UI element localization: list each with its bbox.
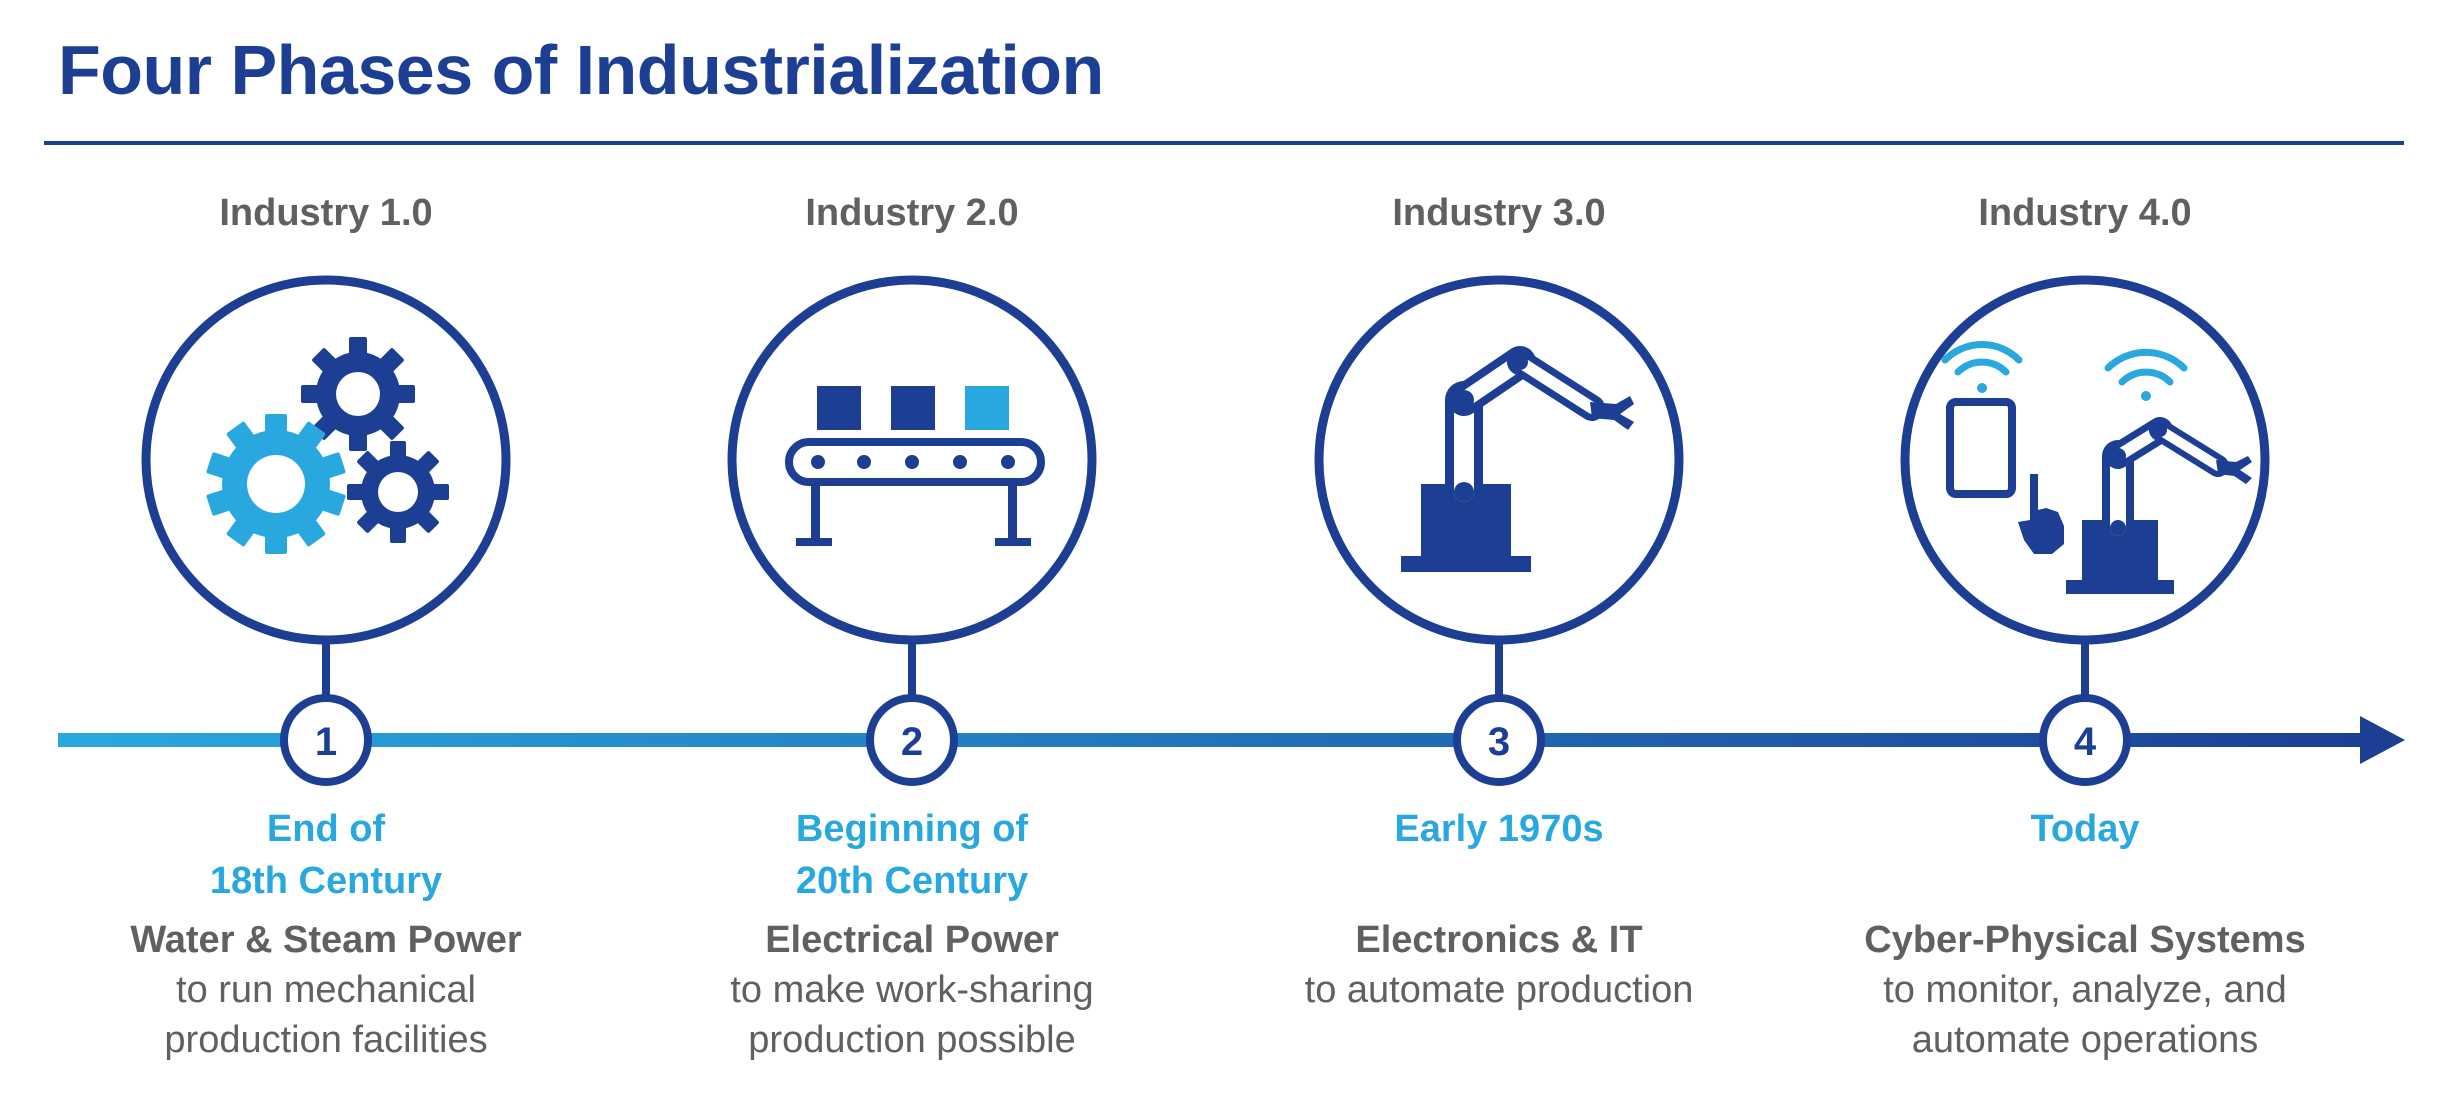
box-icon [891, 386, 935, 430]
phase-description-2: Electrical Power to make work-sharing pr… [652, 915, 1172, 1065]
phase-date-1: End of 18th Century [209, 808, 443, 902]
timeline-arrowhead [2360, 716, 2405, 764]
phase-node-4: 4 [2039, 694, 2131, 786]
phase-number-2: 2 [901, 720, 923, 764]
phase-node-2: 2 [866, 694, 958, 786]
title-divider [44, 141, 2404, 145]
phase-description-heading: Cyber-Physical Systems [1864, 919, 2306, 961]
phase-description-1: Water & Steam Power to run mechanical pr… [66, 915, 586, 1065]
page-title: Four Phases of Industrialization [58, 31, 1104, 109]
connector-4 [2081, 640, 2089, 698]
conveyor-belt-icon [785, 386, 1045, 546]
gears-icon [206, 337, 449, 554]
phase-date-2: Beginning of 20th Century [795, 808, 1029, 902]
robot-arm-icon [1401, 346, 1634, 572]
phase-description-heading: Electronics & IT [1355, 919, 1643, 961]
phase-description-4: Cyber-Physical Systems to monitor, analy… [1825, 915, 2345, 1065]
phase-node-3: 3 [1453, 694, 1545, 786]
timeline-line [58, 733, 2376, 747]
phase-date-4: Today [2030, 808, 2140, 850]
phase-number-1: 1 [315, 720, 337, 764]
phase-label-2: Industry 2.0 [805, 192, 1019, 234]
tablet-icon [1946, 398, 2016, 498]
box-icon [817, 386, 861, 430]
phase-label-3: Industry 3.0 [1392, 192, 1606, 234]
connector-2 [908, 640, 916, 698]
phase-description-heading: Water & Steam Power [130, 919, 522, 961]
phase-label-1: Industry 1.0 [219, 192, 433, 234]
connected-robot-icon [1941, 341, 2252, 594]
phase-number-4: 4 [2074, 720, 2097, 764]
phase-date-3: Early 1970s [1394, 808, 1604, 850]
phase-circle-3 [1314, 275, 1684, 645]
connector-3 [1495, 640, 1503, 698]
phase-label-4: Industry 4.0 [1978, 192, 2192, 234]
phase-number-3: 3 [1488, 720, 1510, 764]
phase-circle-4 [1900, 275, 2270, 645]
wifi-icon [1941, 341, 2023, 376]
phase-description-heading: Electrical Power [765, 919, 1059, 961]
hand-pointer-icon [2018, 474, 2064, 554]
box-icon [965, 386, 1009, 430]
connector-1 [322, 640, 330, 698]
phase-description-3: Electronics & IT to automate production [1239, 915, 1759, 1015]
phase-node-1: 1 [280, 694, 372, 786]
